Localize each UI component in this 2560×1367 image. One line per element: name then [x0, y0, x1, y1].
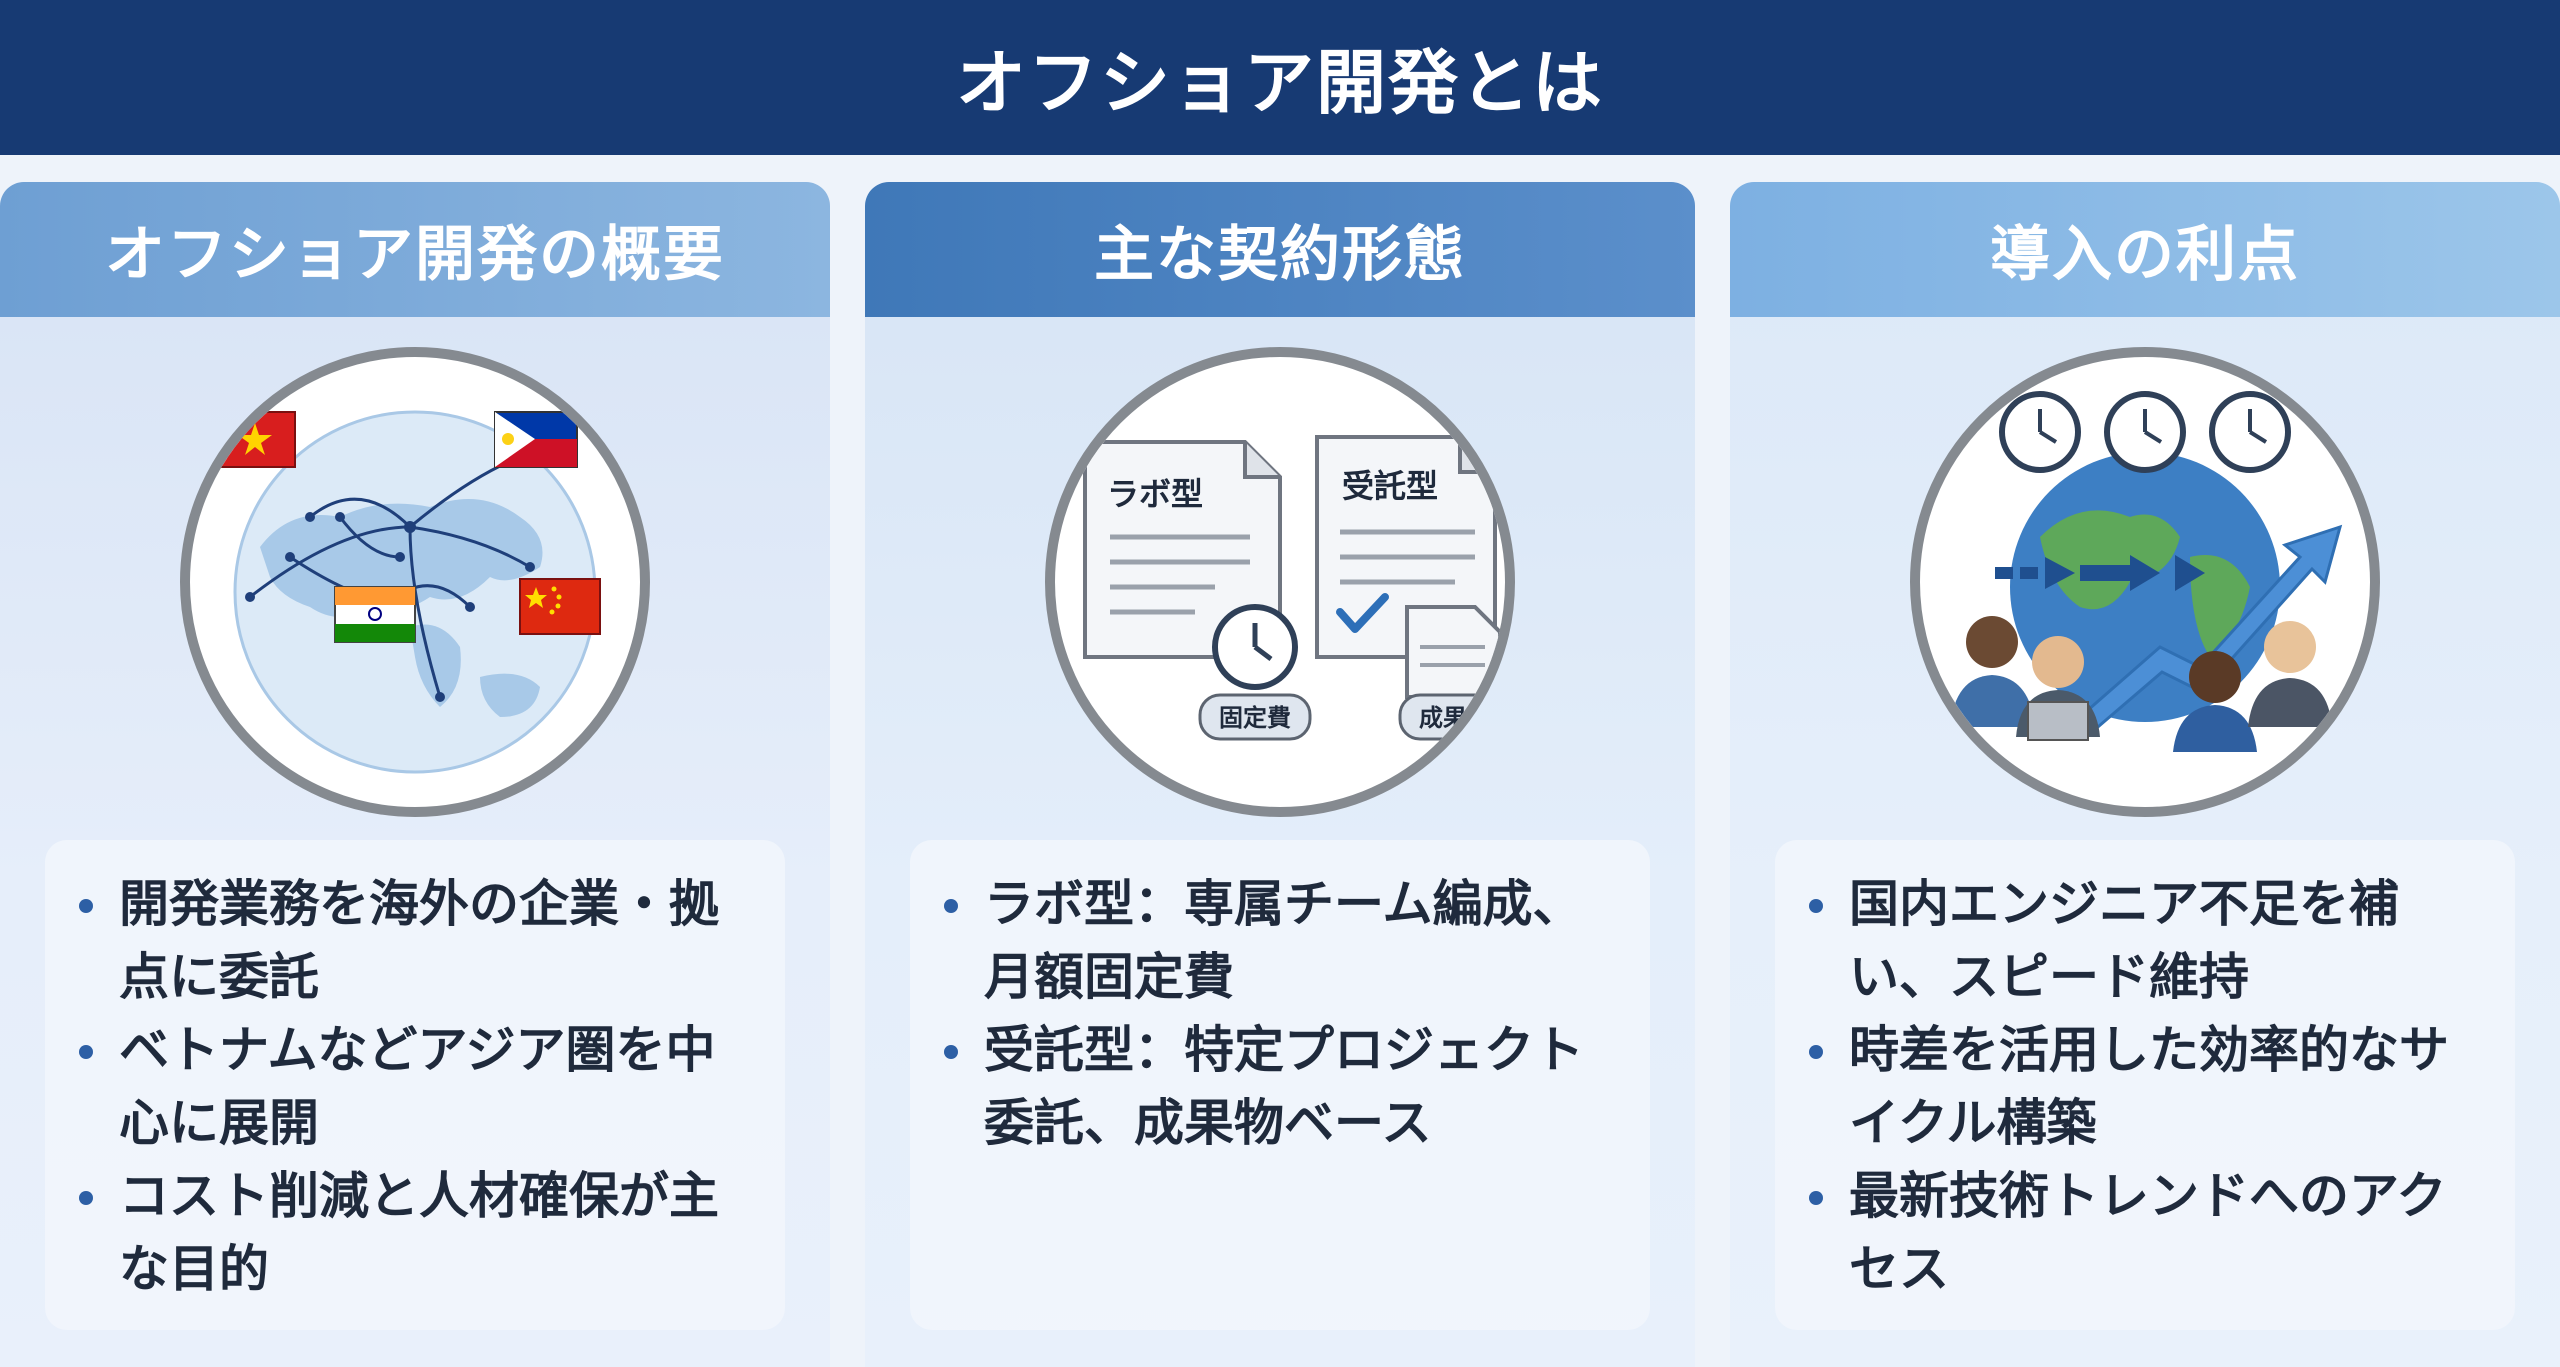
- philippines-flag-icon: [494, 411, 578, 468]
- bullet-item: 時差を活用した効率的なサイクル構築: [1805, 1014, 2485, 1160]
- globe-illustration: [180, 347, 650, 817]
- contract-panel-title: 主な契約形態: [1094, 220, 1466, 290]
- bullet-dot: [944, 1045, 958, 1059]
- page-header: オフショア開発とは: [0, 0, 2560, 155]
- contract-bullet-list: ラボ型：専属チーム編成、月額固定費 受託型：特定プロジェクト委託、成果物ベース: [940, 868, 1620, 1160]
- bullet-item: 受託型：特定プロジェクト委託、成果物ベース: [940, 1014, 1620, 1160]
- overview-panel: オフショア開発の概要: [0, 182, 830, 1367]
- china-flag-icon: [519, 578, 601, 635]
- fixed-fee-label: 固定費: [1219, 704, 1291, 732]
- overview-bullet-box: 開発業務を海外の企業・拠点に委託 ベトナムなどアジア圏を中心に展開 コスト削減と…: [45, 840, 785, 1330]
- fixed-fee-tag: 固定費: [1198, 693, 1312, 741]
- contract-panel: 主な契約形態 ラボ型 固定費: [865, 182, 1695, 1367]
- benefits-bullet-list: 国内エンジニア不足を補い、スピード維持 時差を活用した効率的なサイクル構築 最新…: [1805, 868, 2485, 1306]
- globe-icon: [214, 410, 601, 774]
- deliverable-tag: 成果物: [1398, 693, 1505, 741]
- lab-doc-title: ラボ型: [1107, 475, 1203, 513]
- clock-icon-1: [1999, 391, 2081, 473]
- bullet-dot: [1809, 1045, 1823, 1059]
- bullet-item: コスト削減と人材確保が主な目的: [75, 1160, 755, 1306]
- benefits-panel-header: 導入の利点: [1730, 182, 2560, 317]
- contract-doc-title: 受託型: [1342, 467, 1438, 505]
- overview-panel-header: オフショア開発の概要: [0, 182, 830, 317]
- vietnam-flag-icon: [214, 411, 296, 468]
- benefits-panel: 導入の利点: [1730, 182, 2560, 1367]
- overview-bullet-list: 開発業務を海外の企業・拠点に委託 ベトナムなどアジア圏を中心に展開 コスト削減と…: [75, 868, 755, 1306]
- benefits-bullet-box: 国内エンジニア不足を補い、スピード維持 時差を活用した効率的なサイクル構築 最新…: [1775, 840, 2515, 1330]
- bullet-item: 開発業務を海外の企業・拠点に委託: [75, 868, 755, 1014]
- clock-icon-3: [2209, 391, 2291, 473]
- bullet-item: 国内エンジニア不足を補い、スピード維持: [1805, 868, 2485, 1014]
- bullet-dot: [79, 1045, 93, 1059]
- bullet-dot: [944, 899, 958, 913]
- overview-panel-title: オフショア開発の概要: [105, 220, 725, 290]
- small-document-icon: [1405, 605, 1502, 699]
- contract-panel-header: 主な契約形態: [865, 182, 1695, 317]
- bullet-dot: [1809, 1191, 1823, 1205]
- benefits-illustration: [1910, 347, 2380, 817]
- india-flag-icon: [334, 586, 416, 643]
- bullet-dot: [79, 1191, 93, 1205]
- bullet-dot: [1809, 899, 1823, 913]
- benefits-panel-title: 導入の利点: [1990, 220, 2300, 290]
- bullet-item: 最新技術トレンドへのアクセス: [1805, 1160, 2485, 1306]
- bullet-item: ラボ型：専属チーム編成、月額固定費: [940, 868, 1620, 1014]
- arrows-icon: [1995, 555, 2205, 591]
- contract-bullet-box: ラボ型：専属チーム編成、月額固定費 受託型：特定プロジェクト委託、成果物ベース: [910, 840, 1650, 1330]
- contract-illustration: ラボ型 固定費 受託型: [1045, 347, 1515, 817]
- clock-icon-2: [2104, 391, 2186, 473]
- people-icon: [1950, 616, 2332, 752]
- clock-icon: [1212, 604, 1298, 690]
- check-icon: [1336, 593, 1389, 633]
- deliverable-label: 成果物: [1419, 704, 1491, 732]
- bullet-item: ベトナムなどアジア圏を中心に展開: [75, 1014, 755, 1160]
- contract-document-icon: 受託型: [1315, 435, 1497, 659]
- bullet-dot: [79, 899, 93, 913]
- lab-document-icon: ラボ型: [1083, 440, 1282, 659]
- page-title: オフショア開発とは: [956, 42, 1604, 124]
